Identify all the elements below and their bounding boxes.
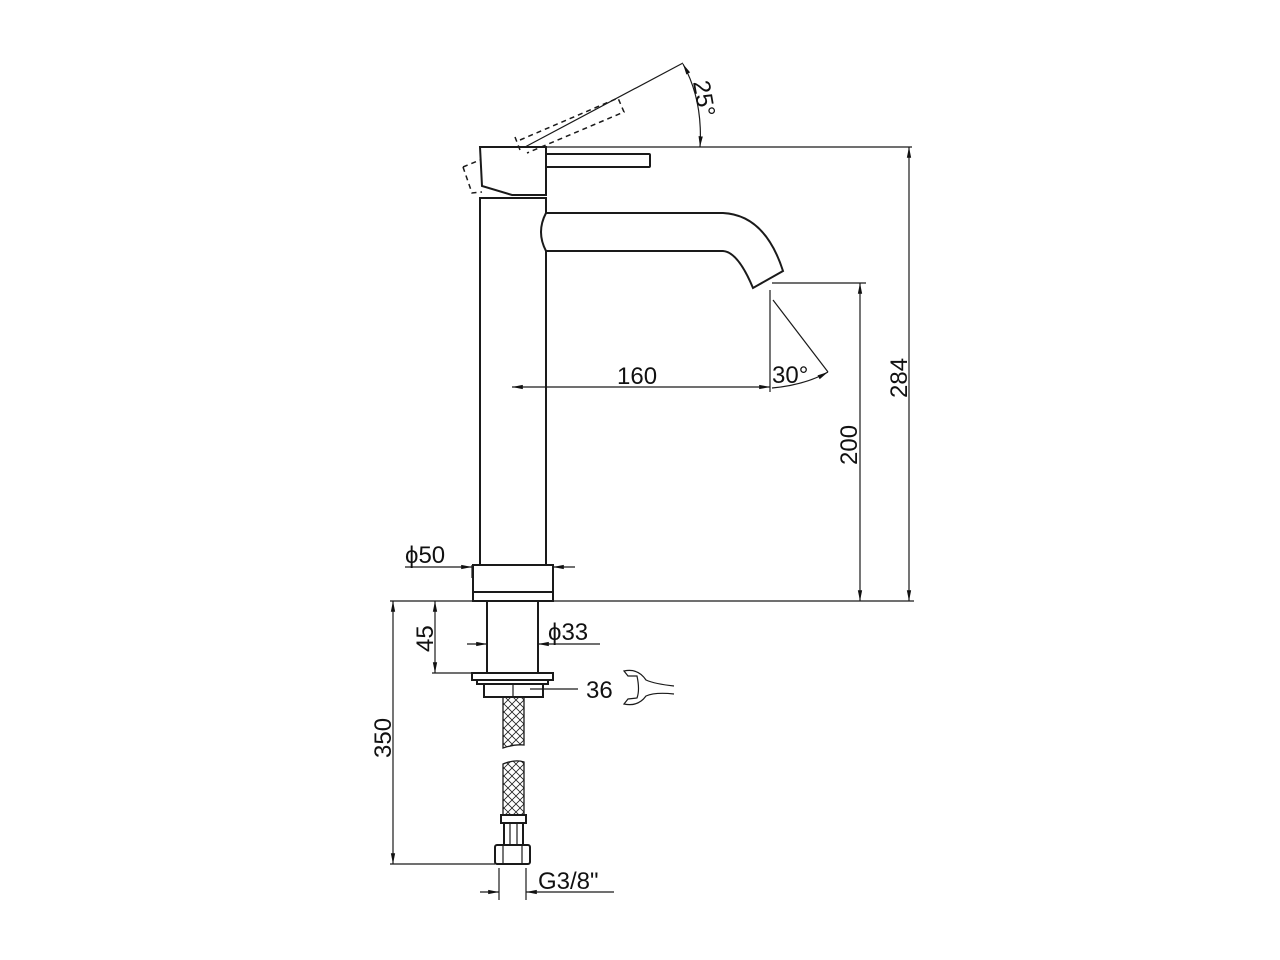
spout-angle-label: 30° — [772, 362, 808, 389]
nut-size-label: 36 — [586, 677, 613, 704]
lever-angle-label: 25° — [687, 78, 720, 118]
hose-thread-label: G3/8" — [538, 868, 599, 895]
lever-handle — [478, 146, 651, 196]
lever-angle-dimension — [524, 62, 912, 148]
shank-length-dimension — [432, 601, 487, 674]
body-diameter-dimension — [405, 564, 575, 578]
hose-length-label: 350 — [370, 718, 397, 758]
supply-hose — [494, 696, 531, 865]
shank-diameter-label: ϕ33 — [548, 619, 588, 646]
shank-and-nut — [471, 600, 554, 698]
hose-thread-dimension — [480, 868, 614, 900]
shank-length-label: 45 — [412, 625, 439, 652]
spout-reach-label: 160 — [617, 363, 657, 390]
lever-raised-outline — [462, 97, 625, 194]
total-height-label: 284 — [886, 358, 913, 398]
body-diameter-label: ϕ50 — [405, 542, 445, 569]
spout-angle-dimension — [769, 290, 829, 392]
hose-length-dimension — [390, 600, 495, 865]
wrench-icon — [622, 669, 675, 706]
faucet-body — [472, 197, 785, 602]
spout-height-label: 200 — [836, 425, 863, 465]
